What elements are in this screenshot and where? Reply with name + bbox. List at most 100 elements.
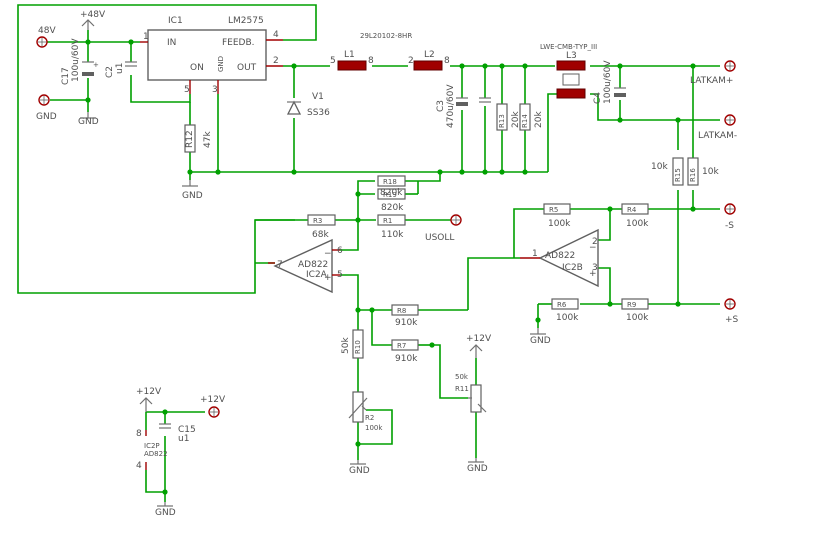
l1-part: 29L20102-8HR [360,32,412,40]
resistor-r7: R7 910k [391,339,419,364]
r2-value: 100k [365,424,383,432]
resistor-r4: R4 100k [621,203,649,229]
r12-name: R12 [185,130,195,148]
svg-text:R10: R10 [354,340,362,354]
resistor-r1: R1 110k [377,214,406,240]
svg-text:R3: R3 [313,217,322,225]
svg-text:7: 7 [277,260,283,270]
supply-12v: +12V [136,387,162,412]
r4-value: 100k [626,219,649,229]
r14-name: R14 [521,114,529,128]
resistor-r16: R16 10k [687,157,719,186]
port-gnd-48v[interactable]: GND [36,94,57,122]
inductor-l3: LWE-CMB-TYP_III L3 [540,43,597,99]
inductor-l1: 29L20102-8HR L1 5 8 [330,32,412,71]
svg-text:R19: R19 [383,191,397,199]
l3-name: L3 [566,51,577,61]
ic1-pin-feedb: FEEDB. [222,38,255,48]
resistor-r9: R9 100k [621,298,649,323]
r19-value: 820k [380,188,403,198]
svg-text:R8: R8 [397,307,406,315]
svg-text:3: 3 [212,85,218,95]
svg-text:GND: GND [467,464,488,474]
port-12v[interactable]: +12V [200,395,226,418]
port-plus-s[interactable]: +S [724,298,739,325]
svg-text:+: + [324,273,332,283]
gnd-symbol-12v: GND [155,502,176,518]
capacitor-c15: C15 u1 [159,423,196,444]
resistor-r10: R10 50k [341,329,364,359]
ic1-lm2575: IC1 LM2575 IN ON GND FEEDB. OUT 1 4 2 5 … [140,16,283,95]
svg-text:2: 2 [592,237,598,247]
resistor-r6: R6 100k [551,298,579,323]
c17-value: 100u/60V [71,38,81,82]
ic1-pin-on: ON [190,63,204,73]
svg-text:GND: GND [530,336,551,346]
svg-text:R1: R1 [383,217,392,225]
svg-text:4: 4 [273,30,279,40]
ic1-part: LM2575 [228,16,264,26]
r1-value: 110k [381,230,404,240]
svg-text:R15: R15 [674,168,682,182]
supply-48v: +48V [80,10,106,30]
gnd-symbol-r11: GND [467,458,488,474]
svg-text:5: 5 [330,56,336,66]
plus-s-label: +S [725,315,739,325]
r14-value: 20k [534,111,544,128]
svg-text:5: 5 [337,270,343,280]
port-usoll[interactable]: USOLL [425,214,462,243]
svg-text:2: 2 [408,56,414,66]
r10-value: 50k [341,337,351,354]
resistor-r3: R3 68k [307,214,336,240]
v1-name: V1 [312,92,324,102]
capacitor-c3: C3 470u/60V [436,84,468,128]
svg-text:GND: GND [182,191,203,201]
svg-text:−: − [324,249,332,259]
usoll-label: USOLL [425,233,454,243]
l3-part: LWE-CMB-TYP_III [540,43,597,51]
resistor-r18: R18 [377,175,406,187]
r9-value: 100k [626,313,649,323]
svg-text:4: 4 [136,461,142,471]
svg-text:5: 5 [184,85,190,95]
gnd-symbol-c17: GND [78,112,99,127]
svg-text:R18: R18 [383,178,397,186]
opamp-ic2b: AD822 IC2B 1 2 3 − + [520,228,599,288]
ic2p-power-pins: IC2P AD822 8 4 [136,429,168,471]
opamp-ic2a: AD822 IC2A 6 5 7 − + [268,238,343,294]
gnd-symbol-r6: GND [530,328,551,346]
resistor-r8: R8 910k [391,304,419,328]
svg-text:R7: R7 [397,342,406,350]
potentiometer-r2: R2 100k [348,391,383,432]
gnd-symbol-r12: GND [182,180,203,201]
ic2b-part: AD822 [545,251,575,261]
port-latkam-minus[interactable]: LATKAM- [698,114,737,141]
r13-value: 20k [511,111,521,128]
port-48v[interactable]: 48V [36,26,56,48]
port-latkam-plus[interactable]: LATKAM+ [690,60,736,86]
supply-12v-r11: +12V [466,334,492,358]
c17-name: C17 [61,67,71,85]
resistor-r12: R12 47k [184,124,213,153]
svg-text:2: 2 [273,56,279,66]
resistor-r5: R5 100k [543,203,571,229]
svg-text:3: 3 [592,263,598,273]
ic1-ref: IC1 [168,16,183,26]
c15-value: u1 [178,434,189,444]
latkam-minus-label: LATKAM- [698,131,737,141]
port-gnd-48v-label: GND [36,112,57,122]
diode-v1: V1 SS36 [286,92,330,118]
port-minus-s[interactable]: -S [724,203,736,231]
v1-value: SS36 [307,108,330,118]
supply-48v-label: +48V [80,10,106,20]
ic1-pin-out: OUT [237,63,257,73]
svg-text:+: + [93,61,99,69]
svg-text:R6: R6 [557,301,567,309]
r2-name: R2 [365,414,374,422]
r15-value: 10k [651,162,668,172]
svg-text:8: 8 [368,56,374,66]
ic1-pin-in: IN [167,38,176,48]
svg-text:GND: GND [78,117,99,127]
r5-value: 100k [548,219,571,229]
